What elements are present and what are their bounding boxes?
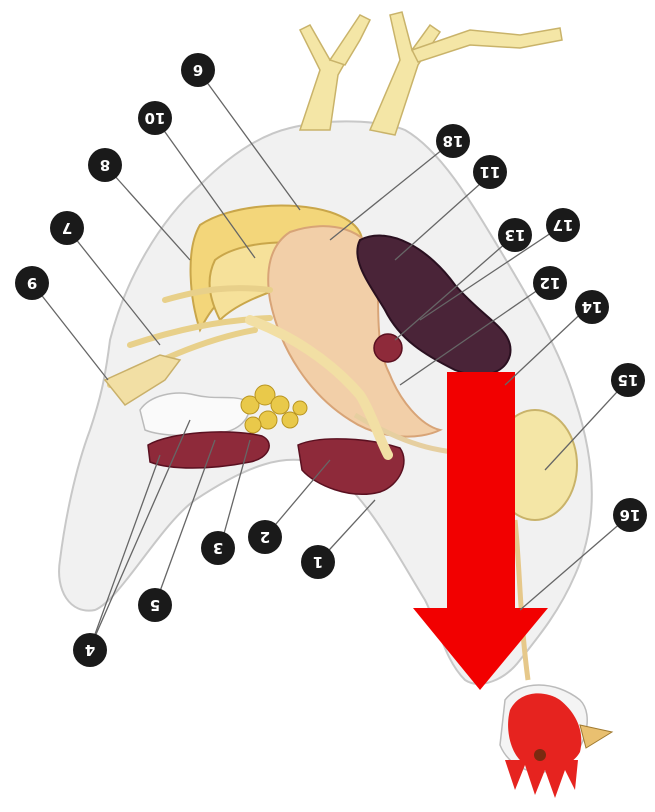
callout-2-label: 2 [260, 528, 270, 546]
callout-17: 17 [546, 208, 580, 242]
legs [300, 12, 562, 135]
callout-14: 14 [575, 290, 609, 324]
callout-1: 1 [301, 545, 335, 579]
callout-10-label: 10 [145, 109, 166, 127]
callout-6-label: 6 [193, 61, 203, 79]
callout-12-label: 12 [540, 274, 561, 292]
callout-17-label: 17 [553, 216, 574, 234]
callout-4-label: 4 [85, 641, 95, 659]
callout-12: 12 [533, 266, 567, 300]
callout-2: 2 [248, 520, 282, 554]
callout-9-label: 9 [27, 274, 37, 292]
callout-7: 7 [50, 211, 84, 245]
callout-8: 8 [88, 148, 122, 182]
callout-3: 3 [201, 531, 235, 565]
beak [580, 725, 612, 748]
callout-16-label: 16 [620, 506, 641, 524]
callout-10: 10 [138, 101, 172, 135]
callout-11-label: 11 [480, 163, 501, 181]
callout-18: 18 [436, 124, 470, 158]
callout-5-label: 5 [150, 596, 160, 614]
callout-18-label: 18 [443, 132, 464, 150]
callout-13: 13 [498, 218, 532, 252]
callout-13-label: 13 [505, 226, 526, 244]
callout-15-label: 15 [618, 371, 639, 389]
callout-4: 4 [73, 633, 107, 667]
callout-11: 11 [473, 155, 507, 189]
callout-5: 5 [138, 588, 172, 622]
callout-3-label: 3 [213, 539, 223, 557]
callout-15: 15 [611, 363, 645, 397]
callout-9: 9 [15, 266, 49, 300]
callout-14-label: 14 [582, 298, 603, 316]
callout-8-label: 8 [100, 156, 110, 174]
callout-16: 16 [613, 498, 647, 532]
callout-6: 6 [181, 53, 215, 87]
head [500, 685, 612, 798]
callout-7-label: 7 [62, 219, 72, 237]
eye [534, 749, 546, 761]
white-lobes [140, 393, 249, 435]
callout-1-label: 1 [313, 553, 323, 571]
